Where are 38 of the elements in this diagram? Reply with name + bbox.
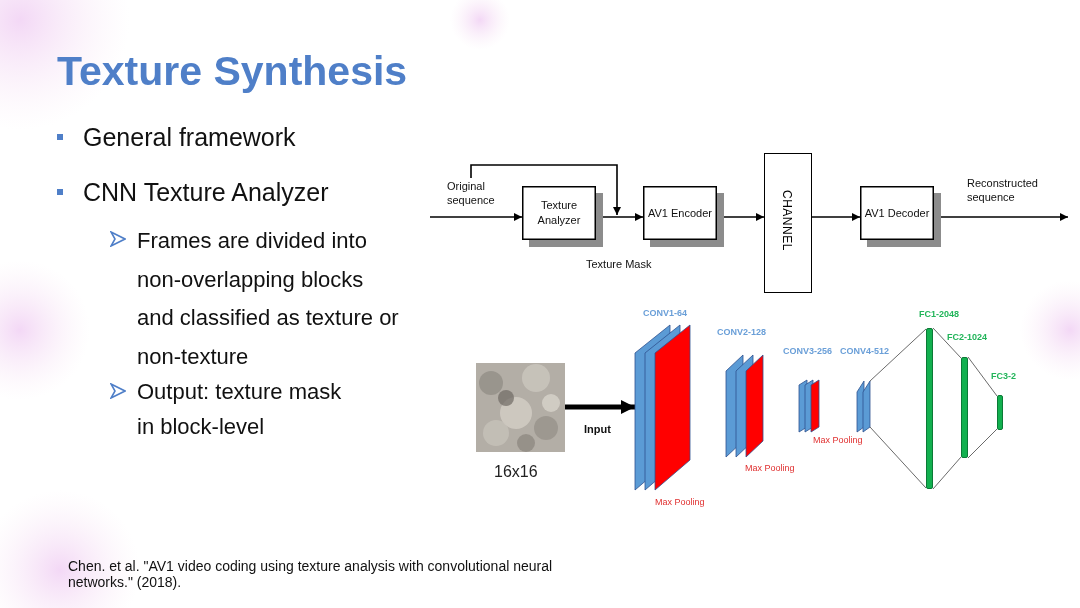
connector-line (932, 327, 962, 359)
layer-label: FC3-2 (991, 371, 1016, 381)
arrow (470, 164, 621, 216)
layer-label: FC1-2048 (919, 309, 960, 319)
connector-line (932, 456, 962, 490)
citation: Chen. et al. "AV1 video coding using texture analysis with convolutional neural networks." (2018). (68, 558, 554, 590)
connector-line (967, 428, 998, 459)
box-label: Texture Analyzer (536, 198, 582, 228)
max-pooling-label: Max Pooling (655, 497, 705, 507)
bullet-text: General framework (83, 122, 297, 153)
process-box (522, 186, 603, 247)
box-label: CHANNEL (780, 190, 794, 251)
box-label: AV1 Encoder (647, 205, 713, 221)
layer-label: CONV4-512 (840, 346, 890, 356)
bullet-text: Output: texture mask in block-level (137, 378, 343, 441)
arrow (429, 213, 523, 221)
arrow (811, 213, 861, 221)
bullet-text: CNN Texture Analyzer (83, 177, 330, 208)
box-label: AV1 Decoder (863, 205, 931, 221)
arrow (940, 213, 1069, 221)
arrow (723, 213, 765, 221)
connector-line (869, 426, 927, 489)
max-pooling-label: Max Pooling (745, 463, 795, 473)
layer-label: FC2-1024 (947, 332, 988, 342)
layer-label: CONV3-256 (783, 346, 833, 356)
slide-title: Texture Synthesis (57, 48, 408, 95)
size-caption: 16x16 (494, 463, 538, 481)
channel-box (764, 153, 812, 293)
arrow (602, 213, 644, 221)
layer-label: CONV1-64 (643, 308, 687, 318)
layer-label: CONV2-128 (717, 327, 767, 337)
process-box (860, 186, 941, 247)
bullet-text: Frames are divided into non-overlapping blocks and classified as texture or non-texture (137, 227, 400, 371)
max-pooling-label: Max Pooling (813, 435, 863, 445)
process-box (643, 186, 724, 247)
connector-line (967, 356, 998, 397)
arrow (565, 400, 635, 414)
connector-line (869, 328, 927, 382)
